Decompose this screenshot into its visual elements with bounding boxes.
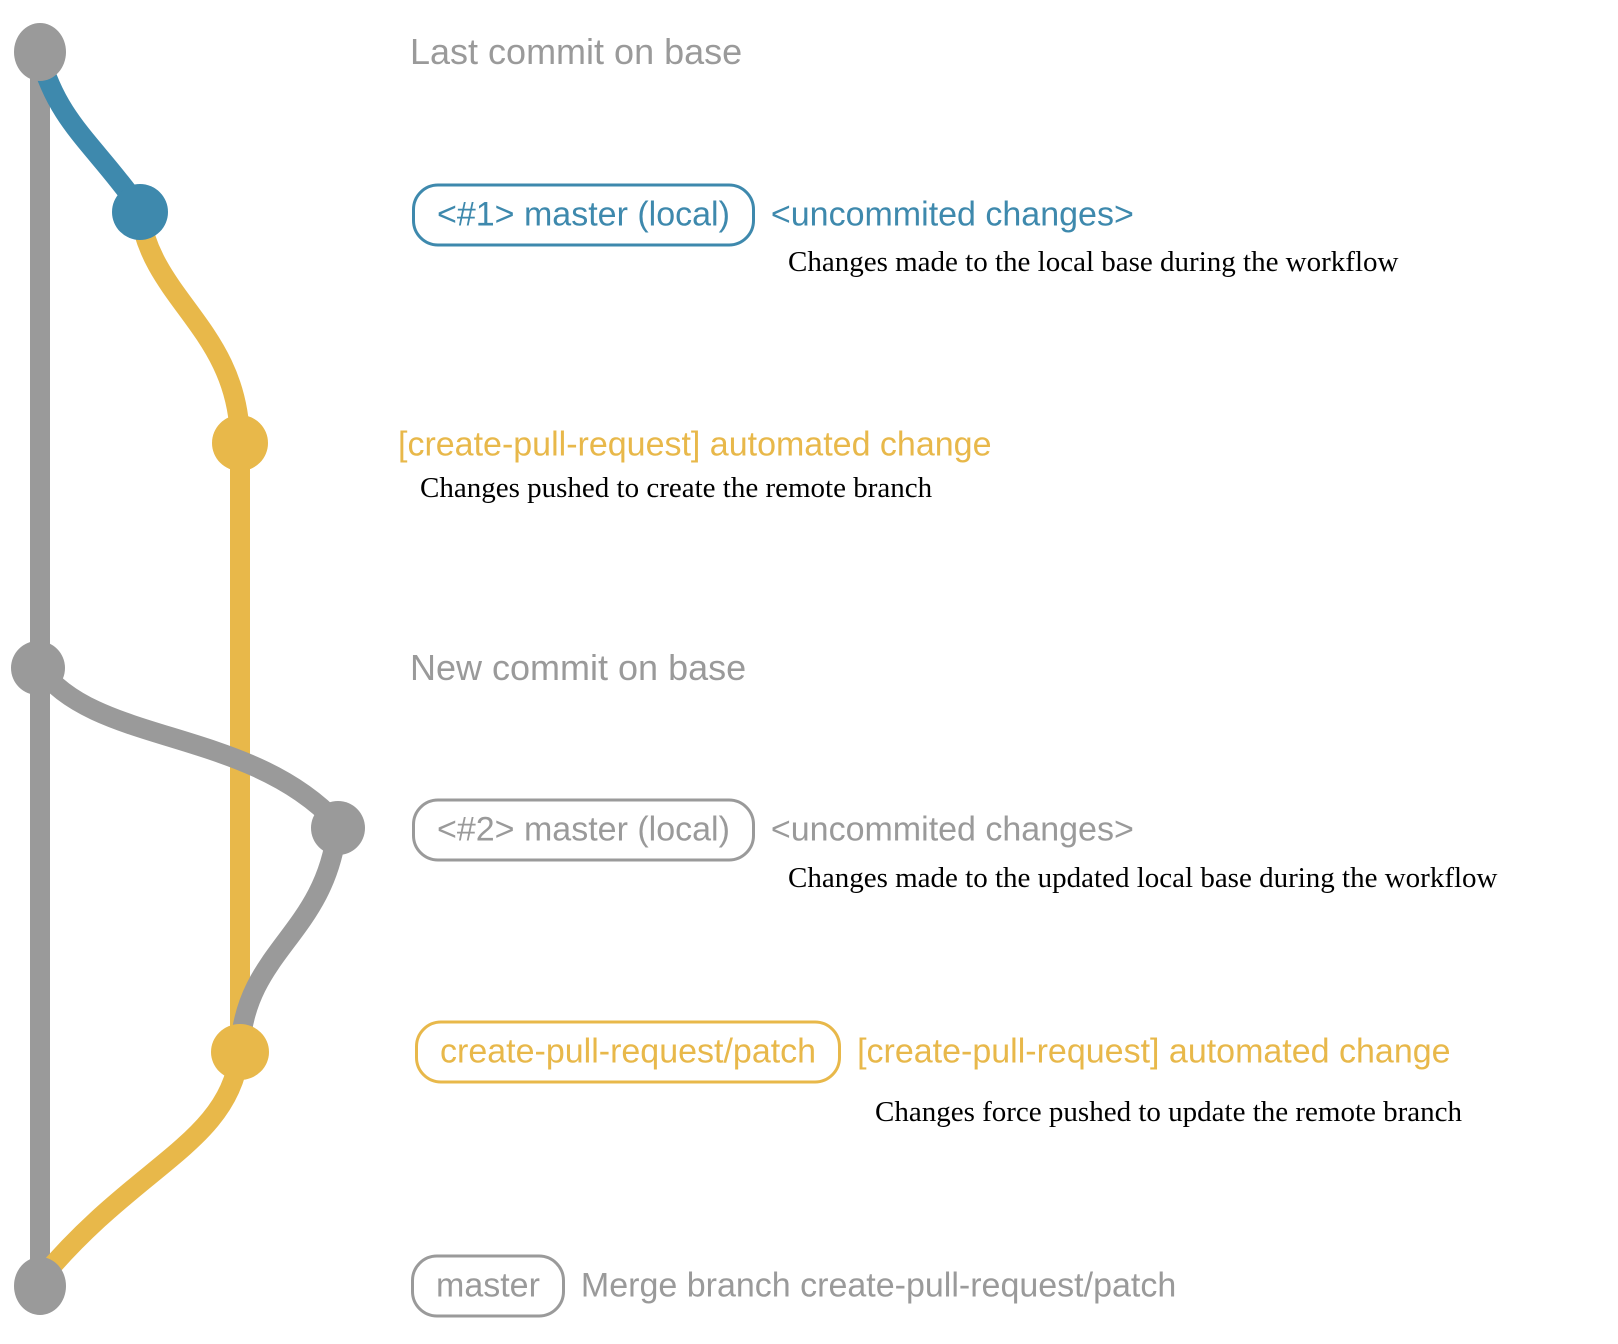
rebase-edge-2 (230, 820, 347, 1058)
label-automated-change-2: [create-pull-request] automated change (857, 1032, 1451, 1071)
desc-force-pushed: Changes force pushed to update the remot… (875, 1096, 1463, 1128)
label-merge-branch: Merge branch create-pull-request/patch (580, 1266, 1177, 1305)
label-last-commit-on-base: Last commit on base (410, 31, 743, 72)
commit-node-local-2 (311, 801, 365, 855)
commit-node-patch-1 (212, 415, 268, 471)
label-uncommited-changes-1: <uncommited changes> (770, 195, 1134, 234)
badge-create-pull-request-patch: create-pull-request/patch (415, 1020, 842, 1084)
label-automated-change-1: [create-pull-request] automated change (398, 425, 992, 464)
badge-master-local-1: <#1> master (local) (412, 183, 755, 247)
commit-node-new-base (11, 641, 65, 695)
row-local-master-1: <#1> master (local) <uncommited changes> (412, 183, 1134, 247)
row-merged-master: master Merge branch create-pull-request/… (411, 1254, 1177, 1318)
badge-master-local-2: <#2> master (local) (412, 798, 755, 862)
commit-node-last-base (14, 23, 66, 81)
rebase-edge-1 (30, 658, 346, 832)
commit-node-local-1 (112, 184, 168, 240)
label-uncommited-changes-2: <uncommited changes> (770, 810, 1134, 849)
row-patch-branch: create-pull-request/patch [create-pull-r… (415, 1020, 1451, 1084)
commit-node-merge (14, 1257, 66, 1315)
desc-local-changes-2: Changes made to the updated local base d… (788, 862, 1498, 894)
merge-edge (30, 1042, 250, 1290)
row-local-master-2: <#2> master (local) <uncommited changes> (412, 798, 1134, 862)
patch-branch-line (130, 204, 250, 1060)
label-new-commit-on-base: New commit on base (410, 647, 747, 688)
commit-node-patch-2 (211, 1024, 269, 1080)
desc-local-changes-1: Changes made to the local base during th… (788, 246, 1399, 278)
badge-master: master (411, 1254, 565, 1318)
local-branch-edge-1 (30, 46, 148, 216)
desc-pushed-create-branch: Changes pushed to create the remote bran… (420, 472, 933, 504)
